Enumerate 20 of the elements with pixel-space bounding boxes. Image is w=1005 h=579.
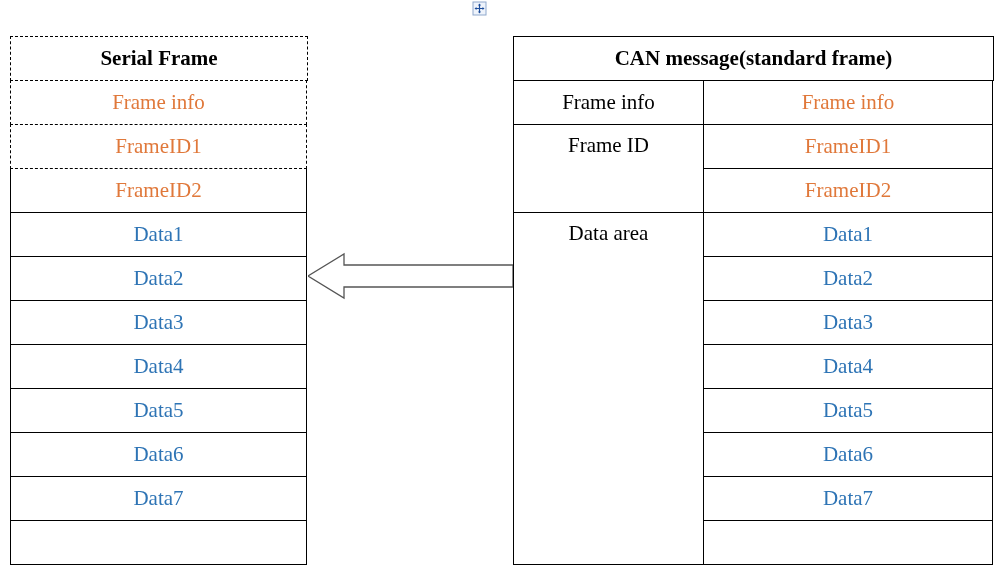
- table-cell: Data area: [513, 212, 704, 565]
- table-cell: Frame info: [513, 80, 704, 125]
- table-cell: Data4: [10, 344, 307, 389]
- empty-cell: [10, 520, 307, 565]
- table-cell: Frame info: [703, 80, 993, 125]
- table-cell: Data5: [10, 388, 307, 433]
- table-cell: Data7: [10, 476, 307, 521]
- table-cell: Data6: [10, 432, 307, 477]
- table-header: CAN message(standard frame): [614, 45, 893, 71]
- table-cell: FrameID1: [10, 124, 307, 169]
- table: [513, 36, 994, 567]
- empty-cell: [703, 520, 993, 565]
- table-cell: FrameID2: [10, 168, 307, 213]
- table-cell: Data2: [10, 256, 307, 301]
- table-cell: Data3: [10, 300, 307, 345]
- table-cell: Frame info: [10, 80, 307, 125]
- table-cell: Data1: [10, 212, 307, 257]
- table: [10, 36, 308, 567]
- block-arrow: [306, 252, 514, 300]
- table-header: Serial Frame: [100, 45, 218, 71]
